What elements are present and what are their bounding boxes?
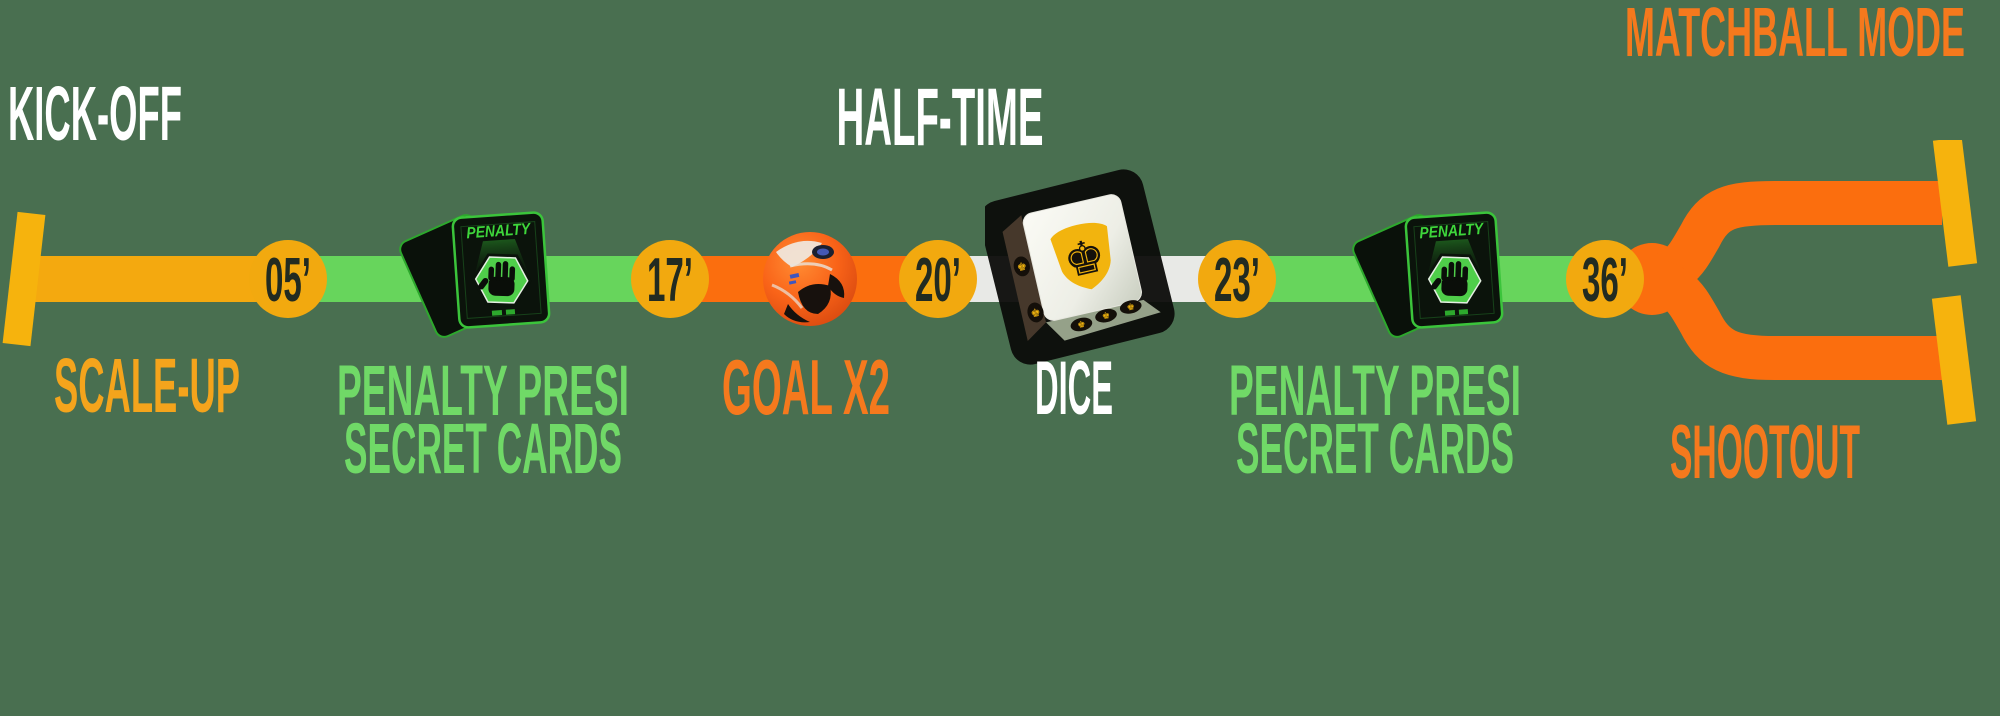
dice-pip-glyph: ♚ xyxy=(1126,301,1136,313)
dice-icon: ♚ ♚ ♚ ♚ ♚ ♚ xyxy=(985,169,1175,365)
dice-pip-glyph: ♚ xyxy=(1076,319,1086,331)
ball-black-patch xyxy=(784,304,810,323)
kick-off-text: KICK-OFF xyxy=(8,78,182,150)
hand-icon xyxy=(478,261,516,297)
dice-pip xyxy=(1013,256,1030,277)
penalty-card-title: PENALTY xyxy=(1419,221,1485,243)
penalty-presi-label-1: PENALTY PRESI SECRET CARDS xyxy=(337,352,629,482)
hand-icon xyxy=(1431,261,1469,297)
card-footer-mark xyxy=(1444,310,1456,316)
dice-pip-glyph: ♚ xyxy=(1016,260,1028,274)
timeline-end-cap-top xyxy=(1932,140,1978,267)
minute-marker-23: 23’ xyxy=(1198,240,1276,318)
marker-time: 36’ xyxy=(1582,246,1628,315)
scale-up-label: SCALE-UP xyxy=(54,348,240,423)
card-hand-badge xyxy=(471,253,532,307)
penalty-presi-line1: PENALTY PRESI xyxy=(1229,352,1521,431)
minute-marker-36: 36’ xyxy=(1566,240,1644,318)
marker-time: 23’ xyxy=(1214,246,1260,315)
shootout-text: SHOOTOUT xyxy=(1670,418,1860,490)
card-hand-badge xyxy=(1424,253,1485,307)
marker-circle xyxy=(1566,240,1644,318)
ball-blue-mark xyxy=(789,273,800,279)
penalty-presi-line1: PENALTY PRESI xyxy=(337,352,629,431)
card-footer-mark xyxy=(491,310,503,316)
shootout-label: SHOOTOUT xyxy=(1670,418,1860,490)
dice-pip xyxy=(1119,300,1142,314)
penalty-cards-icon: PENALTY xyxy=(1352,211,1504,338)
half-time-label: HALF-TIME xyxy=(837,78,1044,153)
matchball-mode-text: MATCHBALL MODE xyxy=(1625,0,1965,70)
ball-white-panel xyxy=(776,240,822,267)
marker-circle xyxy=(249,240,327,318)
minute-marker-20: 20’ xyxy=(899,240,977,318)
marker-circle xyxy=(1198,240,1276,318)
dice-cube: ♚ ♚ ♚ ♚ ♚ ♚ xyxy=(1002,194,1161,341)
card-footer-mark xyxy=(505,309,516,315)
minute-marker-05: 05’ xyxy=(249,240,327,318)
dice-pip xyxy=(1095,308,1117,323)
minute-marker-17: 17’ xyxy=(631,240,709,318)
penalty-card-title: PENALTY xyxy=(466,221,532,243)
dice-pip-glyph: ♚ xyxy=(1030,306,1042,320)
soccer-ball-icon xyxy=(763,232,857,326)
penalty-card-front: PENALTY xyxy=(451,211,551,329)
marker-time: 17’ xyxy=(647,246,693,315)
penalty-presi-line2: SECRET CARDS xyxy=(344,410,622,482)
penalty-card-front: PENALTY xyxy=(1404,211,1504,329)
marker-time: 20’ xyxy=(915,246,961,315)
matchball-mode-label: MATCHBALL MODE xyxy=(1625,0,1965,70)
ball-black-patch xyxy=(798,284,831,314)
penalty-cards-icon: PENALTY xyxy=(399,211,551,338)
dice-text: DICE xyxy=(1035,348,1113,423)
dice-pip-glyph: ♚ xyxy=(1101,310,1111,322)
kings-league-shield xyxy=(1050,222,1111,290)
dice-label: DICE xyxy=(1035,348,1113,423)
dice-pip xyxy=(1027,302,1044,323)
scale-up-text: SCALE-UP xyxy=(54,348,240,423)
dice-pip xyxy=(1070,317,1093,332)
marker-time: 05’ xyxy=(265,246,311,315)
timeline-end-cap-bottom xyxy=(1931,295,1977,425)
marker-circle xyxy=(631,240,709,318)
penalty-presi-line2: SECRET CARDS xyxy=(1236,410,1514,482)
goal-x2-label: GOAL X2 xyxy=(722,348,890,423)
half-time-text: HALF-TIME xyxy=(837,78,1044,153)
goal-x2-text: GOAL X2 xyxy=(722,348,890,423)
fork-branch-bottom xyxy=(1634,257,1942,380)
marker-circle xyxy=(899,240,977,318)
shootout-fork-icon xyxy=(1616,140,1978,425)
ball-blue-mark xyxy=(788,280,797,285)
card-footer-mark xyxy=(1458,309,1469,315)
ball-black-patch xyxy=(828,274,845,298)
kick-off-label: KICK-OFF xyxy=(8,78,182,150)
penalty-presi-label-2: PENALTY PRESI SECRET CARDS xyxy=(1229,352,1521,482)
